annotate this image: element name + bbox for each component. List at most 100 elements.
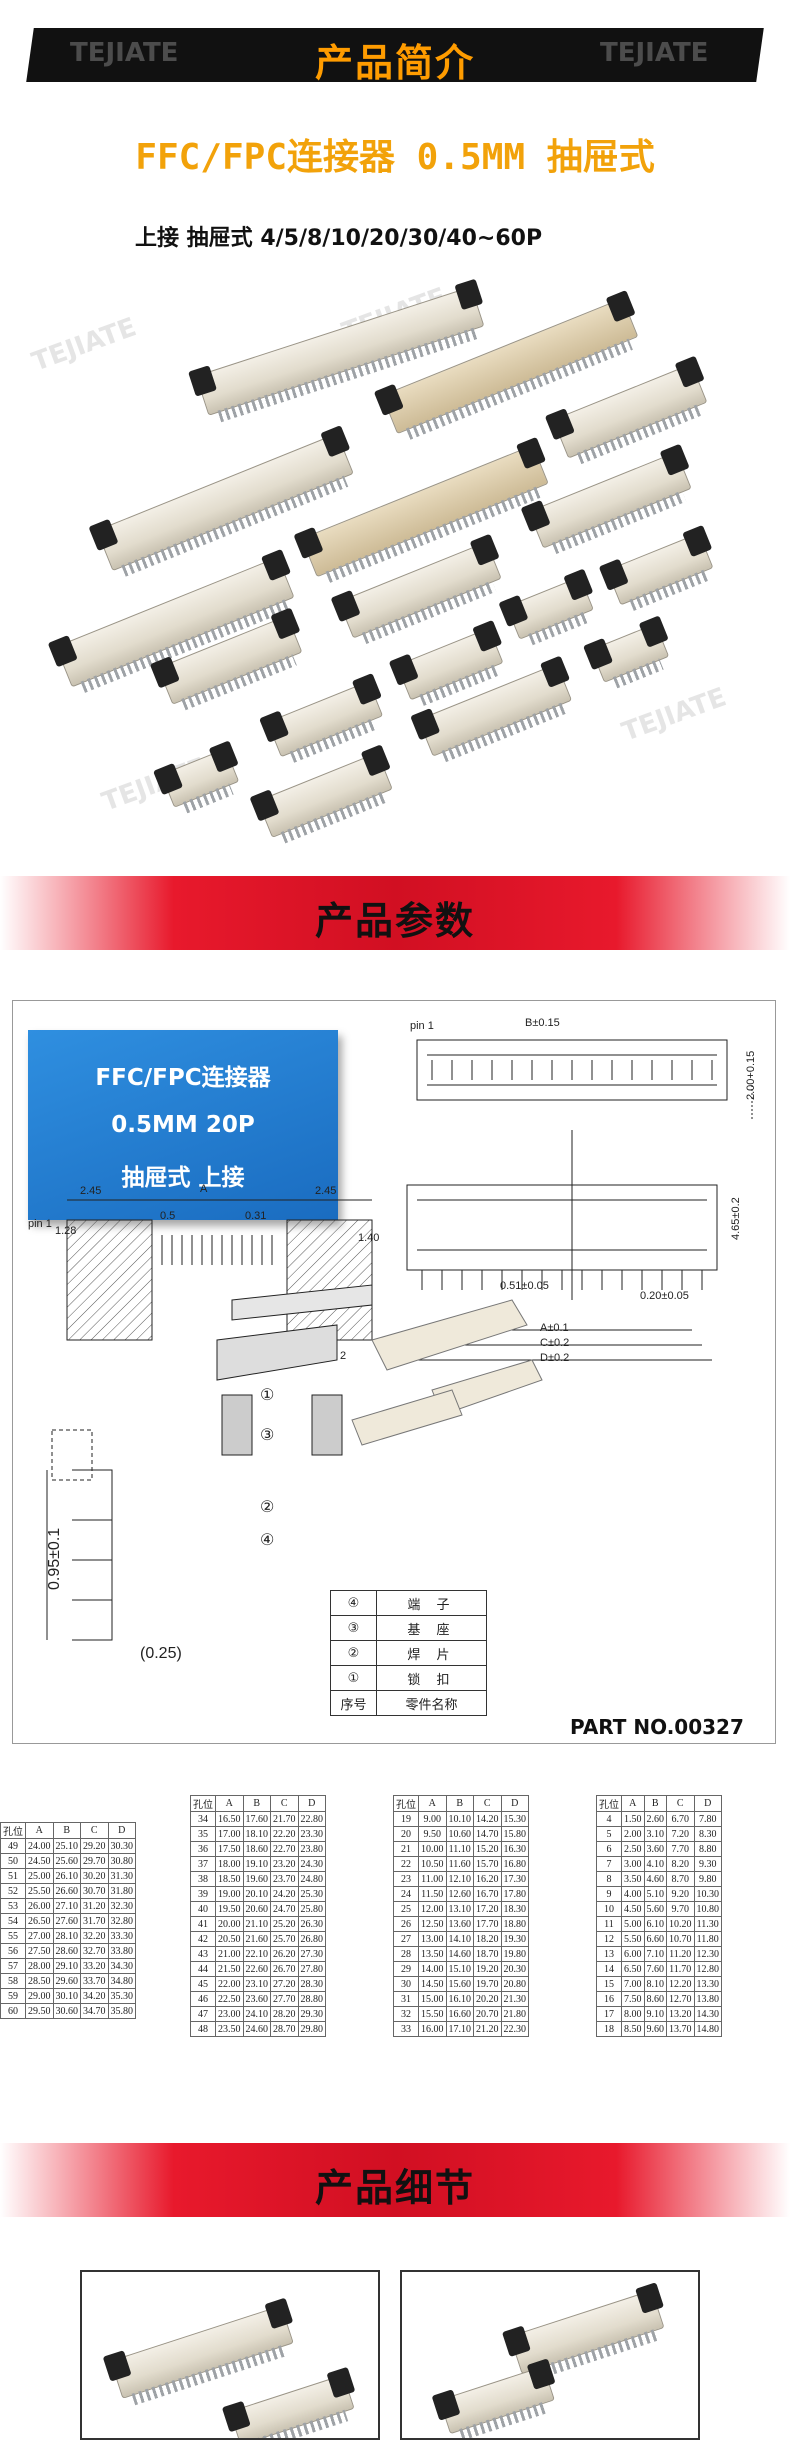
table-cell: 5.10 [643,1886,667,1902]
table-cell: 18.30 [500,1901,529,1917]
table-cell: 35.80 [107,2003,136,2019]
callout-1: ① [260,1387,275,1404]
table-cell: 20.30 [500,1961,529,1977]
table-cell: 22.60 [242,1961,271,1977]
table-cell: 21 [393,1841,419,1857]
connector-image [544,355,708,465]
table-cell: 6.10 [643,1916,667,1932]
legend-num: 序号 [330,1690,377,1716]
banner-stripe [0,2143,790,2217]
table-cell: 10.80 [693,1901,722,1917]
table-header-cell: B [52,1822,81,1839]
dim-245-left: 2.45 [80,1185,102,1197]
table-cell: 31.20 [80,1898,109,1914]
table-cell: 13 [596,1946,622,1962]
table-cell: 53 [0,1898,26,1914]
table-cell: 33.30 [107,1928,136,1944]
table-cell: 10.60 [445,1826,474,1842]
table-cell: 18.00 [215,1856,244,1872]
table-cell: 26.20 [270,1946,299,1962]
table-cell: 21.10 [242,1916,271,1932]
table-cell: 11.20 [666,1946,695,1962]
table-cell: 9.00 [418,1811,447,1827]
table-cell: 27.30 [297,1946,326,1962]
table-cell: 14 [596,1961,622,1977]
dim-h200: 2.00+0.15 [745,1050,757,1100]
table-cell: 29.00 [25,1988,54,2004]
table-cell: 3.10 [643,1826,667,1842]
table-cell: 11.10 [445,1841,474,1857]
table-cell: 35 [190,1826,216,1842]
table-cell: 14.80 [693,2021,722,2037]
dim-h465: 4.65±0.2 [730,1197,742,1240]
table-cell: 12.20 [666,1976,695,1992]
table-cell: 8.70 [666,1871,695,1887]
table-cell: 31.30 [107,1868,136,1884]
table-cell: 9.30 [693,1856,722,1872]
callout-2: ② [260,1499,275,1516]
dim-128: 1.28 [55,1225,77,1237]
table-cell: 5 [596,1826,622,1842]
dim-095: 0.95±0.1 [46,1527,63,1590]
table-cell: 4.60 [643,1871,667,1887]
table-cell: 24.30 [297,1856,326,1872]
details-banner: 产品细节 [0,2135,790,2225]
table-cell: 34.80 [107,1973,136,1989]
table-cell: 28 [393,1946,419,1962]
table-cell: 20.50 [215,1931,244,1947]
table-cell: 11.80 [693,1931,722,1947]
table-cell: 6.50 [621,1961,645,1977]
table-cell: 29.10 [52,1958,81,1974]
table-cell: 24.70 [270,1901,299,1917]
table-cell: 6.00 [621,1946,645,1962]
table-cell: 44 [190,1961,216,1977]
table-cell: 10.00 [418,1841,447,1857]
table-cell: 28.30 [297,1976,326,1992]
table-cell: 7.70 [666,1841,695,1857]
table-cell: 10.20 [666,1916,695,1932]
table-header-cell: 孔位 [190,1795,216,1812]
table-cell: 19.20 [473,1961,502,1977]
table-cell: 4.00 [621,1886,645,1902]
callout-4: ④ [260,1532,275,1549]
table-cell: 33.70 [80,1973,109,1989]
table-cell: 23.20 [270,1856,299,1872]
table-cell: 27.70 [270,1991,299,2007]
table-cell: 15.30 [500,1811,529,1827]
table-cell: 21.60 [242,1931,271,1947]
table-cell: 33.80 [107,1943,136,1959]
connector-image [431,2358,556,2438]
table-cell: 32.30 [107,1898,136,1914]
table-cell: 18 [596,2021,622,2037]
table-cell: 11.60 [445,1856,474,1872]
details-banner-title: 产品细节 [314,2166,475,2210]
table-header-cell: A [418,1795,447,1812]
table-cell: 30.70 [80,1883,109,1899]
table-cell: 16 [596,1991,622,2007]
table-cell: 25.70 [270,1931,299,1947]
table-cell: 17.10 [445,2021,474,2037]
table-cell: 18.70 [473,1946,502,1962]
dim-a: A [200,1183,208,1195]
table-cell: 16.50 [215,1811,244,1827]
table-cell: 34.30 [107,1958,136,1974]
table-cell: 25.10 [52,1838,81,1854]
table-cell: 25.20 [270,1916,299,1932]
legend-num: ② [330,1640,377,1666]
table-cell: 20.00 [215,1916,244,1932]
